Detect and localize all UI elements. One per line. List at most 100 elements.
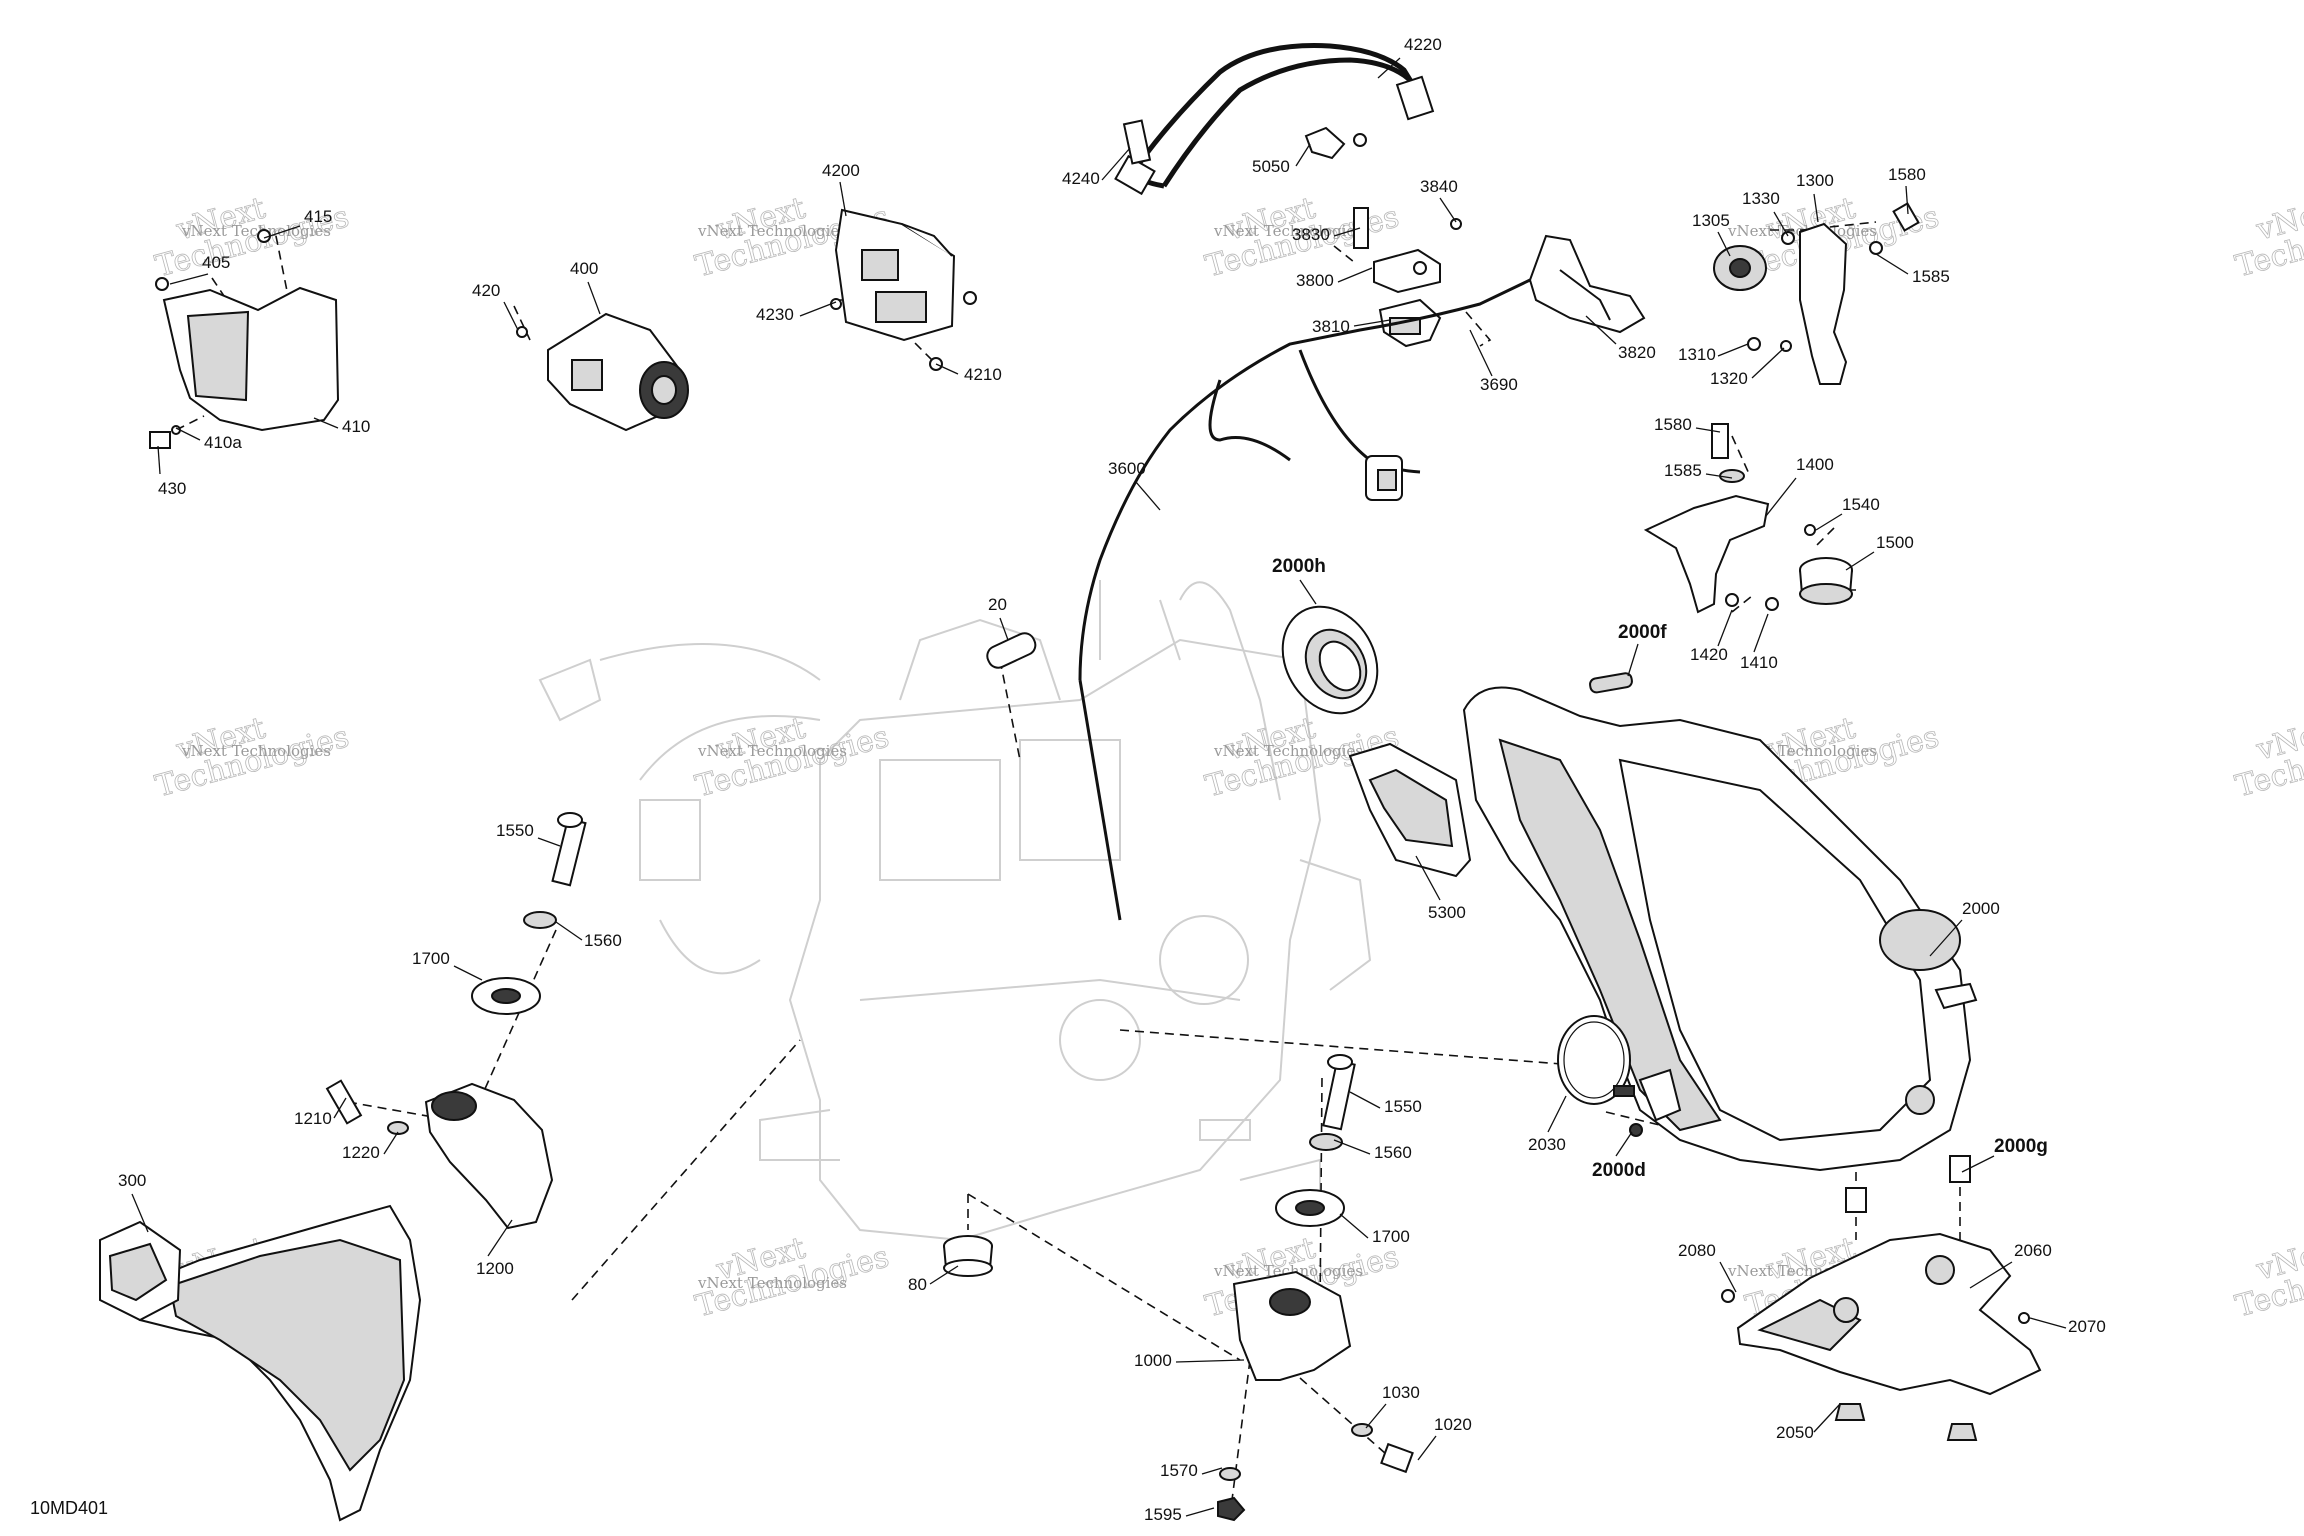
leader-line-c1410 — [1753, 613, 1769, 653]
leader-line-c2000d — [1615, 1131, 1633, 1157]
leader-line-c1585a — [1875, 253, 1909, 275]
callout-c4220: 4220 — [1404, 35, 1442, 54]
leader-line-c1300 — [1813, 193, 1819, 223]
callout-c1560b: 1560 — [1374, 1143, 1412, 1162]
callout-c410: 410 — [342, 417, 370, 436]
bumper-80 — [943, 1235, 993, 1277]
callout-c1700b: 1700 — [1372, 1227, 1410, 1246]
leader-line-c5300 — [1415, 855, 1441, 901]
bracket-3820 — [1528, 234, 1646, 334]
leader-line-c4200 — [839, 181, 847, 217]
watermark-small: vNext Technologies — [697, 222, 847, 240]
callout-c1000: 1000 — [1134, 1351, 1172, 1370]
leader-line-c1220 — [383, 1131, 399, 1155]
callout-c1585b: 1585 — [1664, 461, 1702, 480]
leader-line-c1550b — [1349, 1091, 1381, 1109]
diagram-code: 10MD401 — [30, 1498, 108, 1518]
leader-line-c1580b — [1695, 427, 1721, 433]
callout-c2050: 2050 — [1776, 1423, 1814, 1442]
bracket-1300 — [1713, 202, 1920, 385]
callout-c3600: 3600 — [1108, 459, 1146, 478]
callout-c2030: 2030 — [1528, 1135, 1566, 1154]
callout-c1580b: 1580 — [1654, 415, 1692, 434]
leader-line-c1700a — [453, 965, 483, 981]
callout-c1550a: 1550 — [496, 821, 534, 840]
leader-line-c1000 — [1175, 1359, 1245, 1363]
callout-c1020: 1020 — [1434, 1415, 1472, 1434]
leader-line-c2000g — [1961, 1155, 1995, 1173]
leader-line-c5050 — [1295, 143, 1311, 167]
mount-1500 — [1799, 557, 1853, 605]
leader-line-c1400 — [1765, 477, 1797, 517]
leader-line-c20 — [999, 617, 1009, 641]
leader-line-c4210 — [935, 363, 959, 375]
leader-line-c1310 — [1717, 343, 1749, 357]
watermark-small: vNext Technologies — [1213, 742, 1363, 760]
leader-line-c1595 — [1185, 1507, 1215, 1517]
callout-c1320: 1320 — [1710, 369, 1748, 388]
leader-line-c1540 — [1815, 513, 1843, 531]
callout-c1310: 1310 — [1678, 345, 1716, 364]
callout-c2080: 2080 — [1678, 1241, 1716, 1260]
tray-2060 — [1721, 1155, 2042, 1441]
callout-c1420: 1420 — [1690, 645, 1728, 664]
cable-3600 — [1078, 278, 1531, 921]
callout-c430: 430 — [158, 479, 186, 498]
callout-c4200: 4200 — [822, 161, 860, 180]
leader-line-c3800 — [1337, 267, 1373, 283]
airbox-2000 — [1462, 686, 1978, 1172]
leader-line-c410 — [313, 417, 339, 429]
callout-labels: 4220 4240 5050 3840 3830 3800 3810 3690 3820 3600… — [118, 35, 2106, 1524]
callout-c4210: 4210 — [964, 365, 1002, 384]
callout-c4240: 4240 — [1062, 169, 1100, 188]
callout-c1305: 1305 — [1692, 211, 1730, 230]
leader-line-c415 — [263, 225, 301, 239]
leader-line-c430 — [157, 445, 161, 475]
leader-line-c410a — [175, 427, 201, 441]
callout-c3800: 3800 — [1296, 271, 1334, 290]
callout-c1570: 1570 — [1160, 1461, 1198, 1480]
callout-c2000: 2000 — [1962, 899, 2000, 918]
callout-c1500: 1500 — [1876, 533, 1914, 552]
leader-line-c3830 — [1333, 227, 1361, 237]
callout-c405: 405 — [202, 253, 230, 272]
callout-c3810: 3810 — [1312, 317, 1350, 336]
callout-c1580a: 1580 — [1888, 165, 1926, 184]
leader-line-c1200 — [487, 1219, 513, 1257]
callout-c2000g: 2000g — [1994, 1136, 2048, 1157]
leader-line-c3810 — [1353, 319, 1391, 327]
leader-line-c1700b — [1339, 1213, 1369, 1239]
leader-line-c80 — [929, 1265, 959, 1285]
callout-c4230: 4230 — [756, 305, 794, 324]
seal-2000h — [1281, 605, 1379, 715]
watermark-small: vNext Technologies — [1213, 222, 1363, 240]
leader-line-c2080 — [1719, 1261, 1737, 1293]
clamp-2030 — [1557, 1015, 1643, 1137]
callout-c5050: 5050 — [1252, 157, 1290, 176]
watermark-small: vNext Technologies — [181, 742, 331, 760]
callout-c2000d: 2000d — [1592, 1160, 1646, 1181]
leader-line-c1305 — [1717, 231, 1731, 257]
sensor-3800-assembly — [1353, 207, 1462, 348]
callout-c1550b: 1550 — [1384, 1097, 1422, 1116]
leader-line-c3600 — [1135, 481, 1161, 511]
leader-line-c2060 — [1969, 1261, 2013, 1289]
callout-c1540: 1540 — [1842, 495, 1880, 514]
leader-line-c3820 — [1585, 315, 1617, 345]
pin-20 — [986, 632, 1037, 669]
leader-line-c3690 — [1469, 329, 1493, 377]
cover-5300 — [1348, 742, 1472, 878]
leader-line-c400 — [587, 281, 601, 315]
leader-line-c4240 — [1101, 147, 1131, 181]
leader-line-c1320 — [1751, 347, 1785, 379]
mount-stack-right — [1217, 1054, 1414, 1522]
leader-line-c1580a — [1905, 185, 1909, 215]
callout-c3690: 3690 — [1480, 375, 1518, 394]
module-4200 — [830, 208, 977, 371]
actuator-400 — [516, 312, 689, 432]
callout-c3830: 3830 — [1292, 225, 1330, 244]
leader-line-c1500 — [1845, 551, 1875, 571]
leader-line-c1560b — [1333, 1139, 1371, 1155]
callout-c3840: 3840 — [1420, 177, 1458, 196]
callout-c3820: 3820 — [1618, 343, 1656, 362]
